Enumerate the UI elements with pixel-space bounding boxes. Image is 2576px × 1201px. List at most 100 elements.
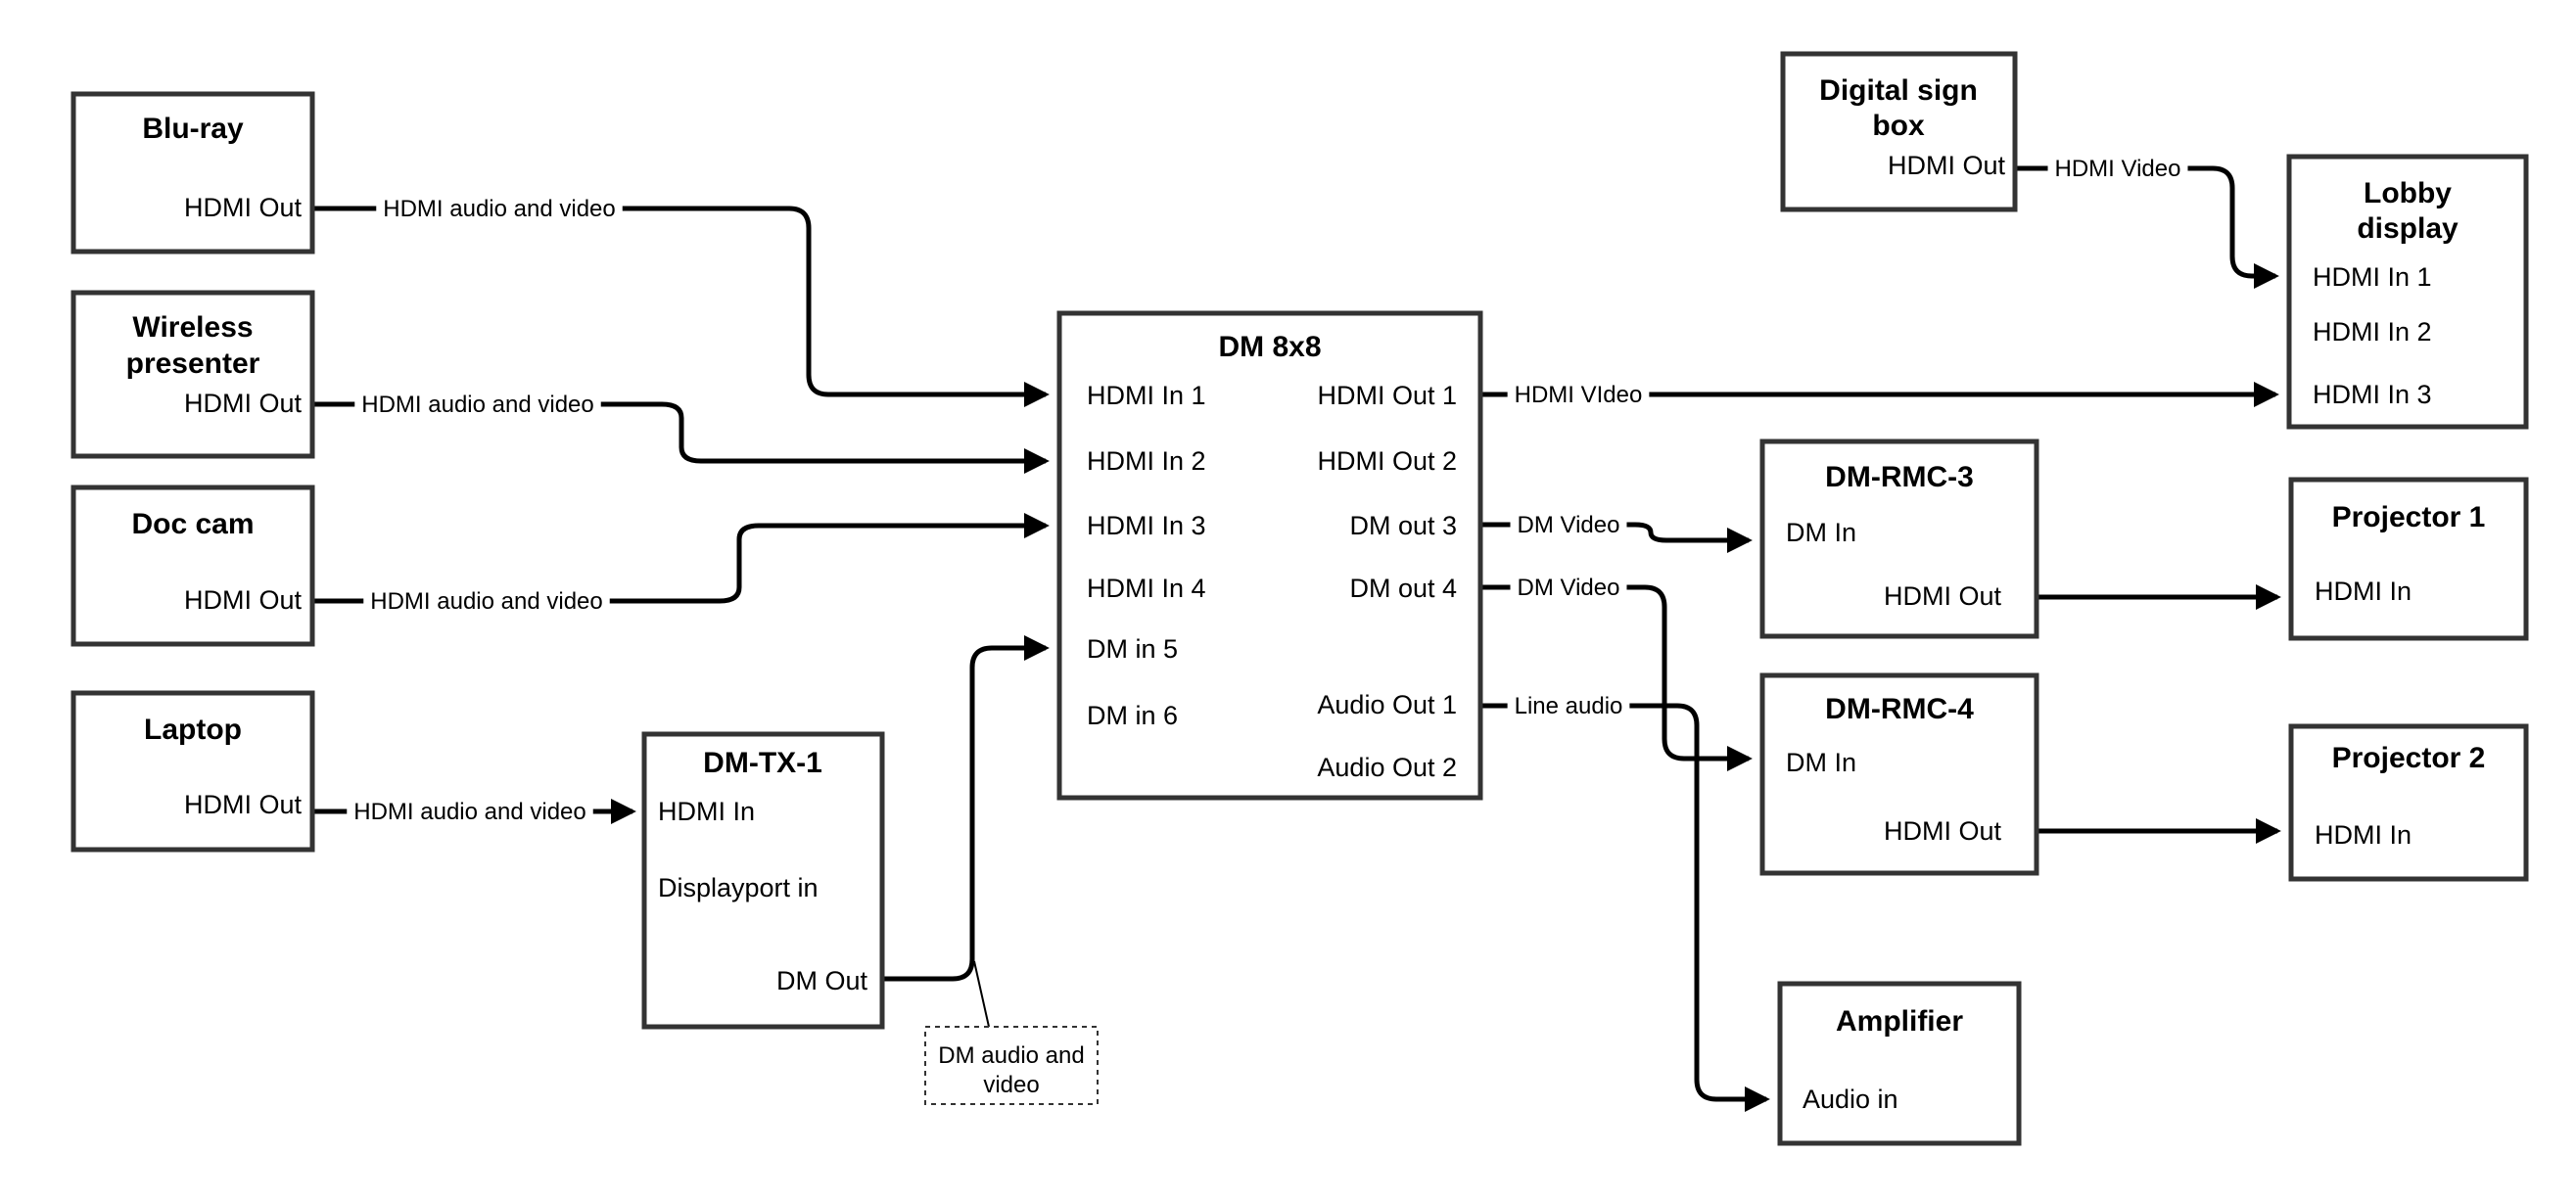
wire-label-backdrop xyxy=(354,390,601,420)
wireless-presenter-box xyxy=(70,290,315,459)
note-box xyxy=(924,1026,1099,1105)
digital-sign-box-title-line1: Digital sign xyxy=(1819,74,1978,107)
laptop-port-hdmi-out: HDMI Out xyxy=(184,790,303,819)
dm-tx-1-title: DM-TX-1 xyxy=(703,747,822,779)
dm-tx-1-port-dm-out: DM Out xyxy=(776,966,868,995)
laptop-box xyxy=(70,690,315,853)
dm-rmc-4-box xyxy=(1759,672,2039,876)
dm-rmc-3-port-dm-in: DM In xyxy=(1786,518,1856,547)
lobby-display-title-line2: display xyxy=(2357,212,2459,245)
projector-2-box xyxy=(2288,723,2529,882)
projector-1-title: Projector 1 xyxy=(2332,501,2486,533)
dm-8x8-port-hdmi-out-1: HDMI Out 1 xyxy=(1317,381,1457,410)
wire-label-dm-video-1: DM Video xyxy=(1518,512,1620,538)
node-dm-tx-1: DM-TX-1 HDMI In Displayport in DM Out xyxy=(641,731,885,1030)
bluray-port-hdmi-out: HDMI Out xyxy=(184,193,303,222)
dm-8x8-port-dm-in-5: DM in 5 xyxy=(1087,634,1178,664)
wire-label-bluray: HDMI audio and video xyxy=(383,196,615,222)
digital-sign-box-port-hdmi-out: HDMI Out xyxy=(1888,151,2006,180)
node-projector-1: Projector 1 HDMI In xyxy=(2288,477,2529,641)
dm-rmc-4-port-hdmi-out: HDMI Out xyxy=(1884,816,2002,846)
wire-bluray-to-dm8x8-hdmi-in-1 xyxy=(312,206,1050,407)
wire-label-doccam: HDMI audio and video xyxy=(370,588,602,615)
wire-label-hdmi-video-digisign: HDMI Video xyxy=(2055,156,2181,182)
dm-8x8-port-hdmi-in-3: HDMI In 3 xyxy=(1087,511,1206,540)
dm-8x8-port-hdmi-in-4: HDMI In 4 xyxy=(1087,574,1206,603)
note-text-line1: DM audio and xyxy=(938,1042,1084,1069)
bluray-title: Blu-ray xyxy=(142,113,244,145)
lobby-display-port-hdmi-in-2: HDMI In 2 xyxy=(2313,317,2432,346)
dm-tx-1-port-hdmi-in: HDMI In xyxy=(658,797,755,826)
amplifier-port-audio-in: Audio in xyxy=(1803,1085,1898,1114)
note-dm-audio-and-video: DM audio and video xyxy=(924,1026,1099,1105)
bluray-box xyxy=(70,91,315,254)
wire-label-backdrop xyxy=(1507,380,1650,410)
dm-rmc-4-port-dm-in: DM In xyxy=(1786,748,1856,777)
lobby-display-port-hdmi-in-1: HDMI In 1 xyxy=(2313,262,2432,292)
wire-label-line-audio: Line audio xyxy=(1515,693,1623,719)
lobby-display-title-line1: Lobby xyxy=(2364,177,2452,209)
wire-label-backdrop xyxy=(1510,510,1627,540)
wire-label-backdrop xyxy=(1510,573,1627,603)
node-projector-2: Projector 2 HDMI In xyxy=(2288,723,2529,882)
node-wireless-presenter: Wireless presenter HDMI Out xyxy=(70,290,315,459)
dm-8x8-port-audio-out-1: Audio Out 1 xyxy=(1317,690,1457,719)
dm-8x8-port-hdmi-in-2: HDMI In 2 xyxy=(1087,446,1206,476)
dm-rmc-3-box xyxy=(1759,439,2039,639)
node-dm-8x8: DM 8x8 HDMI In 1 HDMI In 2 HDMI In 3 HDM… xyxy=(1056,310,1483,801)
lobby-display-port-hdmi-in-3: HDMI In 3 xyxy=(2313,380,2432,409)
dm-tx-1-port-displayport-in: Displayport in xyxy=(658,873,819,902)
node-laptop: Laptop HDMI Out xyxy=(70,690,315,853)
node-amplifier: Amplifier Audio in xyxy=(1777,981,2022,1146)
wire-label-backdrop xyxy=(1507,691,1630,721)
wire-label-backdrop xyxy=(2047,154,2188,184)
laptop-title: Laptop xyxy=(144,714,242,746)
wire-label-hdmi-video-long: HDMI VIdeo xyxy=(1515,382,1643,408)
wire-dm8x8-dmout3-to-dmrmc3-dm-in xyxy=(1480,522,1753,553)
dm-8x8-port-audio-out-2: Audio Out 2 xyxy=(1317,753,1457,782)
dm-rmc-4-title: DM-RMC-4 xyxy=(1825,693,1974,725)
node-lobby-display: Lobby display HDMI In 1 HDMI In 2 HDMI I… xyxy=(2286,154,2529,430)
wire-dmtx1-dmout-to-dm8x8-dm-in-5 xyxy=(882,635,1050,982)
wire-label-backdrop xyxy=(347,797,593,827)
note-text-line2: video xyxy=(983,1072,1039,1098)
dm-8x8-box xyxy=(1056,310,1483,801)
wire-label-dm-video-2: DM Video xyxy=(1518,575,1620,601)
doc-cam-port-hdmi-out: HDMI Out xyxy=(184,585,303,615)
dm-tx-1-box xyxy=(641,731,885,1030)
node-doc-cam: Doc cam HDMI Out xyxy=(70,485,315,647)
wireless-presenter-port-hdmi-out: HDMI Out xyxy=(184,389,303,418)
node-dm-rmc-3: DM-RMC-3 DM In HDMI Out xyxy=(1759,439,2039,639)
wire-label-laptop: HDMI audio and video xyxy=(353,799,585,825)
wire-label-backdrop xyxy=(376,194,623,224)
wire-wireless-to-dm8x8-hdmi-in-2 xyxy=(312,401,1050,474)
dm-8x8-title: DM 8x8 xyxy=(1218,331,1321,363)
wire-label-wireless: HDMI audio and video xyxy=(361,392,593,418)
doc-cam-title: Doc cam xyxy=(131,508,254,540)
lobby-display-box xyxy=(2286,154,2529,430)
doc-cam-box xyxy=(70,485,315,647)
wire-doccam-to-dm8x8-hdmi-in-3 xyxy=(312,513,1050,604)
projector-1-box xyxy=(2288,477,2529,641)
projector-1-port-hdmi-in: HDMI In xyxy=(2315,577,2412,606)
digital-sign-box-title-line2: box xyxy=(1872,110,1925,142)
note-callout-line xyxy=(973,960,990,1028)
projector-2-port-hdmi-in: HDMI In xyxy=(2315,820,2412,850)
dm-rmc-3-port-hdmi-out: HDMI Out xyxy=(1884,581,2002,611)
wire-label-backdrop xyxy=(363,586,610,617)
wire-dm8x8-audioout1-to-amplifier xyxy=(1480,703,1770,1112)
dm-8x8-port-dm-out-4: DM out 4 xyxy=(1349,574,1457,603)
node-bluray: Blu-ray HDMI Out xyxy=(70,91,315,254)
node-digital-sign-box: Digital sign box HDMI Out xyxy=(1780,51,2018,212)
digital-sign-box-box xyxy=(1780,51,2018,212)
wire-dm8x8-dmout4-to-dmrmc4-dm-in xyxy=(1480,584,1753,771)
projector-2-title: Projector 2 xyxy=(2332,742,2486,774)
amplifier-title: Amplifier xyxy=(1836,1005,1963,1038)
wire-digisign-to-lobby-hdmi-in-1 xyxy=(2015,165,2279,289)
wireless-presenter-title-line1: Wireless xyxy=(132,311,253,344)
dm-8x8-port-dm-in-6: DM in 6 xyxy=(1087,701,1178,730)
dm-8x8-port-dm-out-3: DM out 3 xyxy=(1349,511,1457,540)
wireless-presenter-title-line2: presenter xyxy=(126,347,260,380)
dm-8x8-port-hdmi-in-1: HDMI In 1 xyxy=(1087,381,1206,410)
